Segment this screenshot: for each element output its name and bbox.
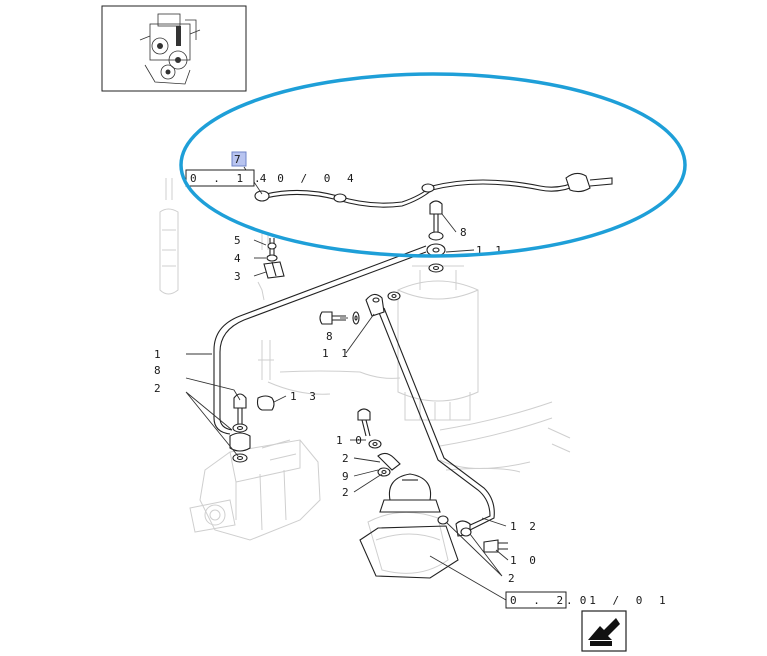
label-11-middle: 1 1 [322, 347, 351, 360]
label-3: 3 [234, 270, 244, 283]
label-9: 9 [342, 470, 352, 483]
reference-bottom-suffix: . 1 / 0 1 [566, 594, 671, 607]
feed-pump [359, 473, 459, 579]
label-4: 4 [234, 252, 244, 265]
label-2-bottom: 2 [508, 572, 518, 585]
label-2-lower: 2 [342, 486, 352, 499]
callout-7-highlight[interactable]: 7 [231, 151, 247, 167]
bolts-and-washers [229, 200, 508, 553]
highlight-ellipse [179, 72, 687, 258]
label-5: 5 [234, 234, 244, 247]
reference-top-box-text: 0 . 1 4 [190, 172, 271, 185]
label-1: 1 [154, 348, 164, 361]
engine-thumbnail[interactable] [101, 5, 247, 92]
label-13: 1 3 [290, 390, 319, 403]
reference-bottom[interactable]: 0 . 2 0 . 1 / 0 1 [505, 591, 671, 609]
reference-bottom-box-text: 0 . 2 0 [510, 594, 591, 607]
label-10-bottom: 1 0 [510, 554, 539, 567]
background-engine-outline [159, 178, 571, 574]
leak-off-hose-7 [254, 172, 613, 208]
label-8-top: 8 [460, 226, 470, 239]
reference-top-suffix: . 0 / 0 4 [254, 172, 359, 185]
label-12: 1 2 [510, 520, 539, 533]
part-labels: 5 4 3 8 1 1 8 1 1 1 8 2 1 3 1 0 2 9 2 1 … [154, 226, 539, 585]
label-2-middle: 2 [342, 452, 352, 465]
callout-7-label: 7 [234, 153, 244, 166]
fuel-pipe-12 [377, 307, 495, 531]
fuel-pipe-1 [213, 245, 427, 435]
label-10-middle: 1 0 [336, 434, 365, 447]
label-2-left: 2 [154, 382, 164, 395]
reference-top[interactable]: 0 . 1 4 . 0 / 0 4 [185, 169, 359, 187]
label-8-left: 8 [154, 364, 164, 377]
label-8-middle: 8 [326, 330, 336, 343]
navigation-arrow-icon[interactable] [581, 610, 627, 652]
